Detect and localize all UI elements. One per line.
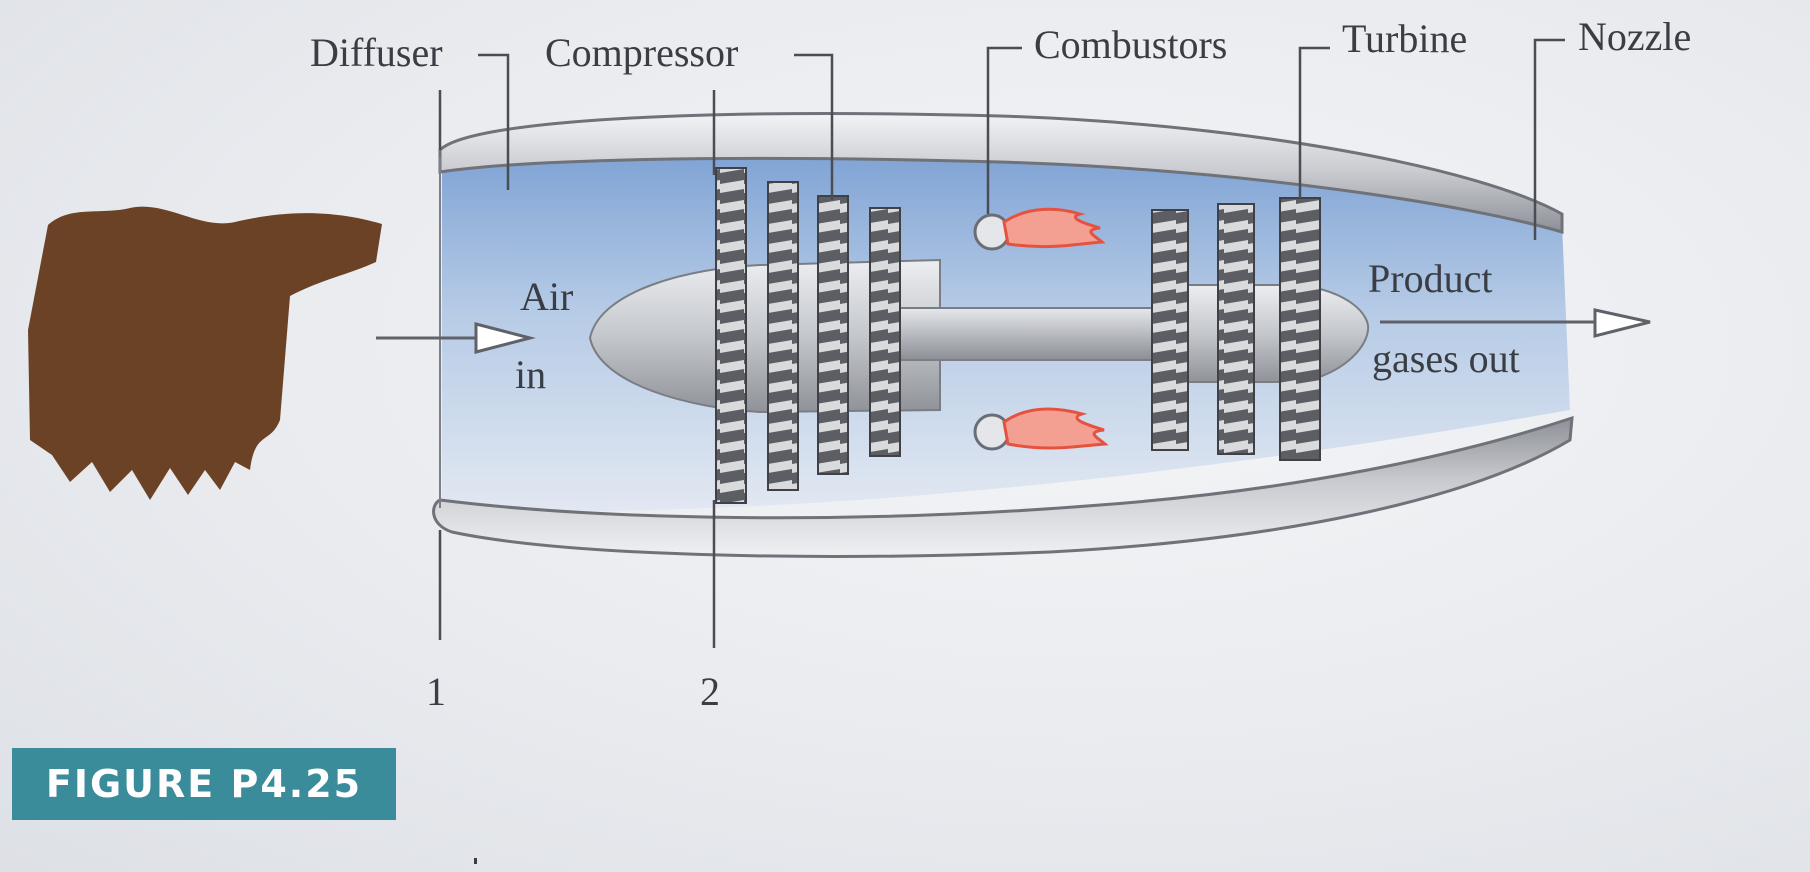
compressor-blade-stage-3 xyxy=(817,195,849,475)
engine-casing-lower xyxy=(432,415,1574,558)
redaction-scribble xyxy=(28,206,382,500)
gases-out-label-line1: Product xyxy=(1368,256,1492,301)
engine-shaft xyxy=(899,307,1201,361)
compressor-label: Compressor xyxy=(545,30,738,75)
combustors-leader xyxy=(986,46,1022,214)
station-1-label: 1 xyxy=(426,669,446,714)
air-in-label-line2: in xyxy=(515,352,546,397)
turbine-blade-stage-2 xyxy=(1217,203,1255,455)
combustor-nozzle-icon xyxy=(973,213,1011,251)
compressor-blade-stage-2 xyxy=(767,181,799,491)
turbine-blade-stage-3 xyxy=(1279,197,1321,461)
air-in-arrow xyxy=(376,322,536,354)
flame-icon xyxy=(1002,407,1109,450)
nozzle-label: Nozzle xyxy=(1578,14,1691,59)
station-2-label: 2 xyxy=(700,669,720,714)
turbine-blades xyxy=(1151,197,1321,461)
nozzle-leader xyxy=(1533,38,1565,240)
turbine-leader xyxy=(1298,46,1330,198)
engine-casing-upper xyxy=(438,112,1564,235)
turbine-hub xyxy=(1179,284,1370,383)
figure-caption: FIGURE P4.25 xyxy=(12,748,396,820)
gases-out-label-line2: gases out xyxy=(1372,336,1520,381)
diffuser-label: Diffuser xyxy=(310,30,443,75)
gases-out-arrow xyxy=(1380,308,1651,338)
leader-lines xyxy=(438,38,1565,648)
diffuser-leader xyxy=(478,53,510,190)
compressor-blades xyxy=(715,167,901,504)
compressor-blade-stage-4 xyxy=(869,207,901,457)
combustor-upper xyxy=(973,207,1106,251)
turbine-blade-stage-1 xyxy=(1151,209,1189,451)
compressor-blade-stage-1 xyxy=(715,167,747,504)
combustors-label: Combustors xyxy=(1034,22,1227,67)
compressor-leader xyxy=(794,53,834,200)
combustor-lower xyxy=(973,407,1109,451)
turbine-label: Turbine xyxy=(1342,16,1467,61)
combustor-nozzle-icon xyxy=(973,413,1011,451)
flame-icon xyxy=(1002,207,1106,249)
air-in-label-line1: Air xyxy=(520,274,573,319)
stray-dot xyxy=(474,858,477,864)
